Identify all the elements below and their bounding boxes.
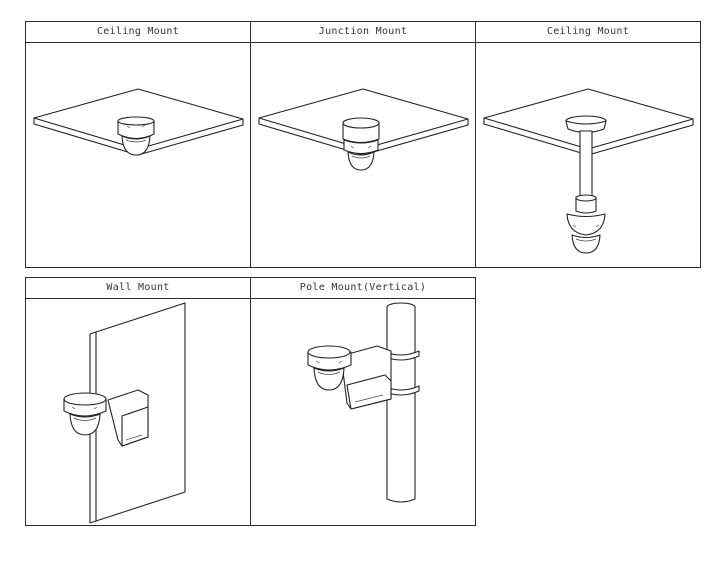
junction-mount-illustration <box>251 43 475 267</box>
junction-mount-camera-icon <box>258 88 469 171</box>
panel-wall-mount: Wall Mount <box>25 277 251 526</box>
panel-title: Ceiling Mount <box>26 22 250 43</box>
pendant-mount-camera-icon <box>483 88 694 254</box>
panel-title: Wall Mount <box>26 278 250 299</box>
panel-title: Pole Mount(Vertical) <box>251 278 475 299</box>
wall-mount-camera-icon <box>63 302 186 524</box>
pole-mount-camera-icon <box>307 302 420 503</box>
ceiling-mount-camera-icon <box>33 88 244 156</box>
panel-junction-mount: Junction Mount <box>250 21 476 268</box>
panel-title: Ceiling Mount <box>476 22 700 43</box>
pendant-mount-illustration <box>476 43 700 267</box>
panel-pole-mount: Pole Mount(Vertical) <box>250 277 476 526</box>
panel-title: Junction Mount <box>251 22 475 43</box>
ceiling-mount-illustration <box>26 43 250 267</box>
pole-mount-illustration <box>251 299 475 525</box>
panel-ceiling-mount-pendant: Ceiling Mount <box>475 21 701 268</box>
panel-ceiling-mount: Ceiling Mount <box>25 21 251 268</box>
wall-mount-illustration <box>26 299 250 525</box>
